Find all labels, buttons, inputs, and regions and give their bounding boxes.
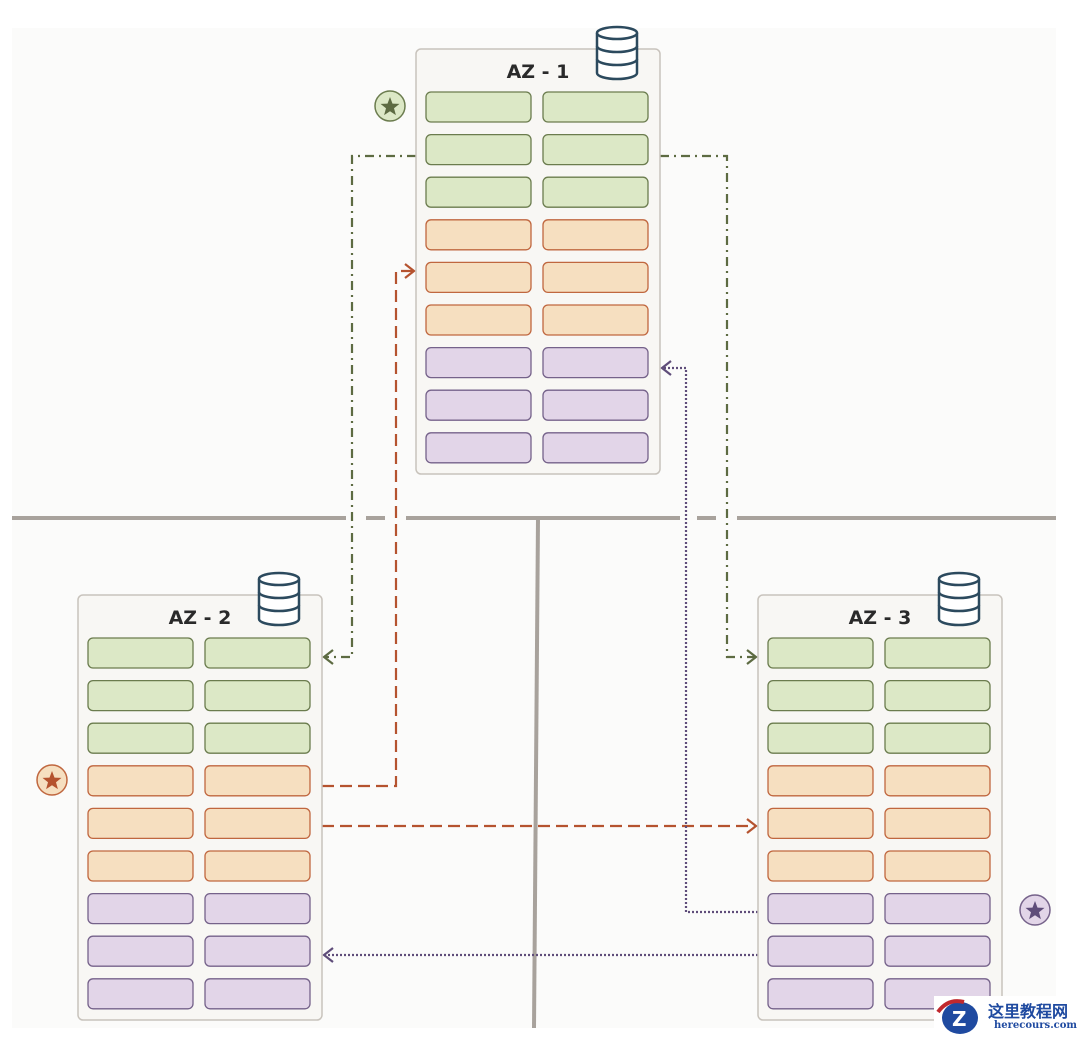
shard-green <box>542 176 649 208</box>
shard-green <box>204 679 311 712</box>
shard-green <box>204 637 311 669</box>
shard-orange <box>204 850 311 882</box>
zone-dividers <box>12 516 1056 1029</box>
purple-replication-to-az1-arrowhead <box>660 360 672 376</box>
shard-green <box>884 722 991 754</box>
shard-purple <box>542 346 649 379</box>
shard-orange <box>884 765 991 797</box>
shard-orange <box>425 219 532 251</box>
zone-title: AZ - 1 <box>507 61 570 83</box>
orange-replication-to-az3-arrowhead <box>746 818 758 834</box>
shard-purple <box>884 892 991 925</box>
shard-purple <box>542 389 649 421</box>
leader-star-icon <box>36 764 68 796</box>
shard-orange <box>542 304 649 336</box>
shard-purple <box>87 978 194 1010</box>
database-rings <box>257 591 301 613</box>
shard-green <box>542 133 649 166</box>
shard-purple <box>204 892 311 925</box>
shard-orange <box>767 765 874 797</box>
svg-text:Z: Z <box>952 1007 967 1031</box>
shard-green <box>542 91 649 123</box>
watermark-url: herecours.com <box>994 1020 1078 1031</box>
zone-az-2: AZ - 2 <box>36 571 323 1021</box>
shard-orange <box>884 807 991 840</box>
watermark-title: 这里教程网 <box>988 1002 1069 1021</box>
green-replication-to-az3 <box>660 154 756 659</box>
shard-purple <box>767 892 874 925</box>
shard-orange <box>204 765 311 797</box>
shard-purple <box>542 432 649 464</box>
shard-orange <box>884 850 991 882</box>
shard-green <box>87 679 194 712</box>
shard-green <box>87 722 194 754</box>
zone-title: AZ - 2 <box>169 607 232 629</box>
green-replication-to-az3-arrowhead <box>746 649 758 665</box>
shard-orange <box>425 261 532 294</box>
zone-az-1: AZ - 1 <box>374 25 661 475</box>
orange-replication-to-az1 <box>322 269 414 788</box>
star-shape <box>42 771 62 790</box>
shard-green <box>425 133 532 166</box>
replication-links <box>322 154 758 963</box>
shard-green <box>767 722 874 754</box>
shard-orange <box>767 807 874 840</box>
shard-green <box>767 679 874 712</box>
shard-orange <box>204 807 311 840</box>
shard-purple <box>204 978 311 1010</box>
database-top <box>257 571 301 587</box>
shard-purple <box>884 935 991 967</box>
zone-title: AZ - 3 <box>849 607 912 629</box>
shard-orange <box>87 807 194 840</box>
leader-star-icon <box>374 90 406 122</box>
zones: AZ - 1 AZ - 2 AZ - 3 <box>36 25 1051 1021</box>
database-top <box>937 571 981 587</box>
shard-purple <box>87 892 194 925</box>
watermark-logo-icon: Z <box>936 999 978 1034</box>
shard-green <box>425 176 532 208</box>
database-top <box>595 25 639 41</box>
database-icon <box>937 571 981 627</box>
shard-orange <box>542 219 649 251</box>
shard-purple <box>425 346 532 379</box>
database-rings <box>595 45 639 67</box>
shard-green <box>425 91 532 123</box>
shard-orange <box>425 304 532 336</box>
shard-green <box>884 637 991 669</box>
shard-green <box>767 637 874 669</box>
database-rings <box>937 591 981 613</box>
star-shape <box>1025 901 1045 920</box>
shard-purple <box>87 935 194 967</box>
orange-replication-to-az1-arrowhead <box>404 263 416 279</box>
vertical-divider <box>532 517 540 1029</box>
database-icon <box>257 571 301 627</box>
shard-green <box>884 679 991 712</box>
shard-orange <box>542 261 649 294</box>
database-body <box>257 579 301 627</box>
purple-replication-to-az1 <box>662 366 758 914</box>
purple-replication-to-az2-arrowhead <box>322 947 334 963</box>
shard-purple <box>767 935 874 967</box>
leader-star-icon <box>1019 894 1051 926</box>
shard-orange <box>87 765 194 797</box>
shard-purple <box>204 935 311 967</box>
database-icon <box>595 25 639 81</box>
shard-green <box>204 722 311 754</box>
green-replication-to-az2-arrowhead <box>322 649 334 665</box>
zone-az-3: AZ - 3 <box>757 571 1051 1021</box>
shard-purple <box>425 389 532 421</box>
database-body <box>595 33 639 81</box>
shard-orange <box>767 850 874 882</box>
shard-orange <box>87 850 194 882</box>
watermark: Z 这里教程网 herecours.com <box>934 996 1080 1040</box>
star-shape <box>380 97 400 116</box>
shard-green <box>87 637 194 669</box>
shard-purple <box>425 432 532 464</box>
shard-purple <box>767 978 874 1010</box>
database-body <box>937 579 981 627</box>
